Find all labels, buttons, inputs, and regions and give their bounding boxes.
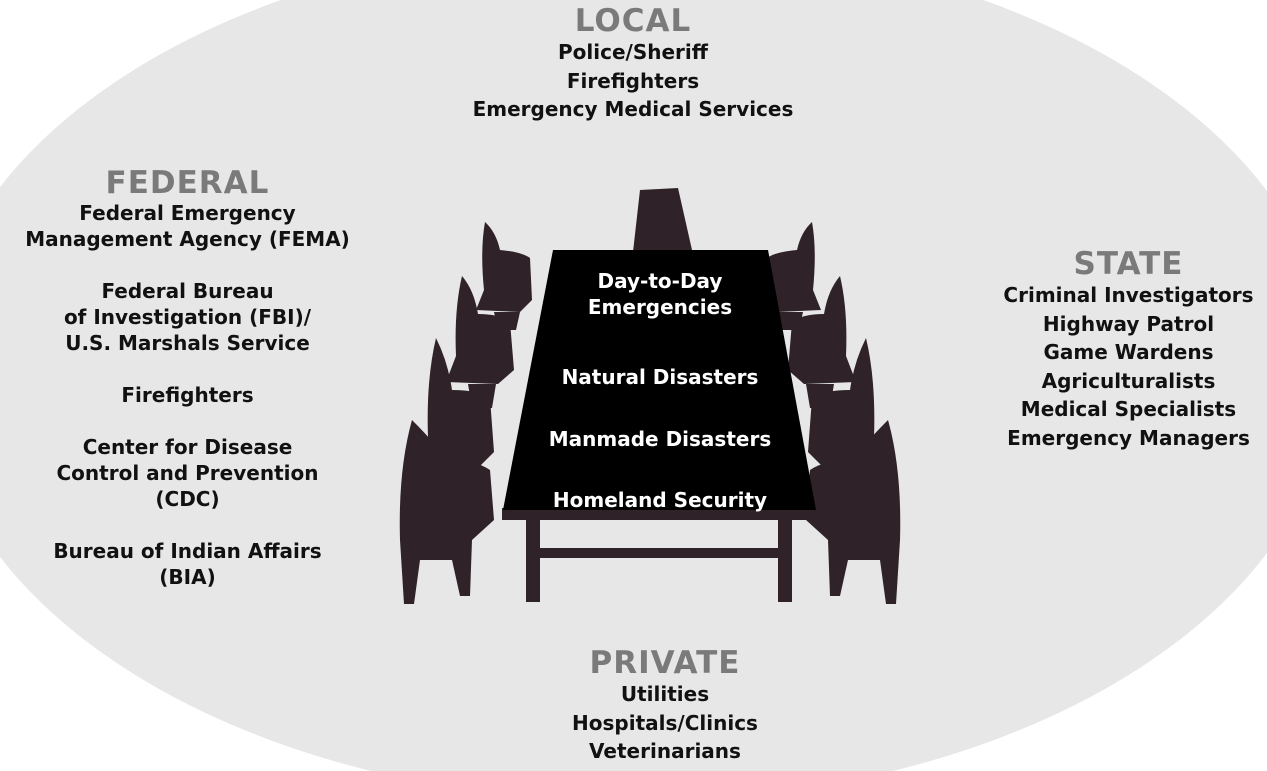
local-item: Police/Sheriff [558,40,708,64]
table-topic-manmade: Manmade Disasters [520,426,800,452]
table-topic-line: Manmade Disasters [548,427,772,451]
state-item: Agriculturalists [1041,368,1216,393]
local-item: Emergency Medical Services [472,97,794,121]
state-item: Medical Specialists [1020,397,1237,421]
chair-left-1 [476,222,532,330]
federal-item-firefighters: Firefighters [0,382,375,408]
chair-right-1 [765,222,821,330]
federal-item-line: U.S. Marshals Service [65,331,310,355]
federal-item-line: (BIA) [159,565,216,589]
state-item: Highway Patrol [1042,311,1215,336]
head-chair [633,188,692,252]
table-topic-line: Day-to-Day [597,269,723,293]
private-sector: PRIVATE Utilities Hospitals/Clinics Vete… [500,646,830,766]
private-item: Utilities [620,682,710,706]
table-topic-day-to-day: Day-to-Day Emergencies [520,268,800,320]
local-agencies: LOCAL Police/Sheriff Firefighters Emerge… [433,4,833,124]
federal-item-line: Federal Bureau [101,279,274,303]
state-item: Criminal Investigators [1003,283,1254,307]
chair-right-2 [788,276,856,408]
table-and-chairs [399,188,901,604]
federal-item-line: Center for Disease [82,435,293,459]
private-item: Veterinarians [589,739,741,763]
table-stretcher [538,548,780,558]
table-top [503,250,816,510]
federal-item-line: Management Agency (FEMA) [25,227,350,251]
federal-item-bia: Bureau of Indian Affairs (BIA) [0,538,375,590]
federal-item-line: of Investigation (FBI)/ [63,305,312,329]
private-heading: PRIVATE [589,645,741,681]
federal-item-cdc: Center for Disease Control and Preventio… [0,434,375,512]
federal-item-line: Bureau of Indian Affairs [53,539,322,563]
federal-item-line: Federal Emergency [79,201,296,225]
table-topic-line: Natural Disasters [561,365,759,389]
table-apron [502,508,818,520]
table-topic-line: Homeland Security [552,488,768,512]
chair-left-2 [446,276,514,408]
table-topic-natural: Natural Disasters [520,364,800,390]
local-item: Firefighters [566,68,700,93]
table-topic-homeland: Homeland Security [520,487,800,513]
federal-item-fema: Federal Emergency Management Agency (FEM… [0,200,375,252]
table-leg-right [778,516,792,602]
chair-left-4 [399,420,494,604]
local-heading: LOCAL [574,3,692,39]
table-leg-left [526,516,540,602]
federal-item-line: (CDC) [155,487,220,511]
private-item: Hospitals/Clinics [572,710,758,735]
state-heading: STATE [1073,246,1184,282]
federal-heading: FEDERAL [105,165,270,201]
federal-agencies: FEDERAL Federal Emergency Management Age… [0,166,375,590]
federal-item-line: Control and Prevention [56,461,319,485]
federal-item-line: Firefighters [121,383,254,407]
state-item: Emergency Managers [1007,425,1250,450]
state-agencies: STATE Criminal Investigators Highway Pat… [990,247,1267,452]
federal-item-fbi: Federal Bureau of Investigation (FBI)/ U… [0,278,375,356]
table-topic-line: Emergencies [587,295,733,319]
chair-right-4 [806,420,901,604]
state-item: Game Wardens [1043,340,1214,364]
